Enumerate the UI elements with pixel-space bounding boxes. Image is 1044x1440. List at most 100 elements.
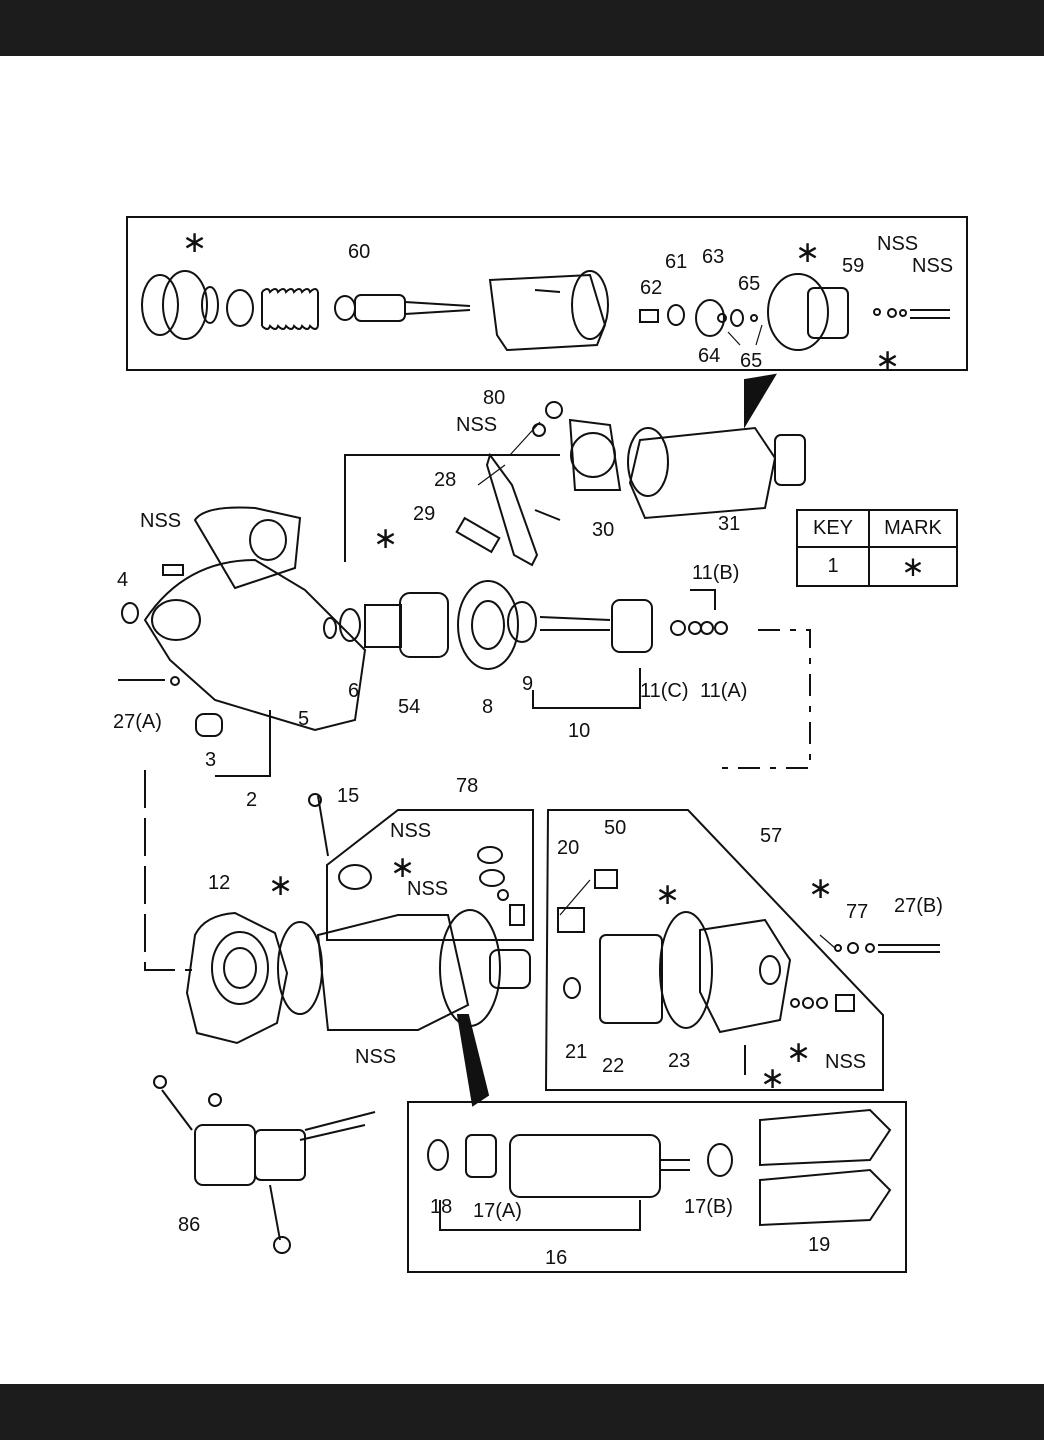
star-marker: ∗ (268, 869, 293, 902)
bottom-bar (0, 1384, 1044, 1440)
callout-57: 57 (760, 825, 782, 847)
callout-nss: NSS (355, 1046, 396, 1068)
star-marker: ∗ (373, 522, 398, 555)
callout-nss: NSS (390, 820, 431, 842)
callout-nss: NSS (912, 255, 953, 277)
armature-parts (427, 1014, 892, 1227)
callout-15: 15 (337, 785, 359, 807)
bolt-29 (455, 516, 501, 554)
callout-11a: 11(A) (700, 680, 747, 702)
harness-86 (153, 1075, 376, 1254)
callout-30: 30 (592, 519, 614, 541)
solenoid-inset-frame (126, 216, 968, 371)
bracket-16 (439, 1200, 641, 1231)
callout-12: 12 (208, 872, 230, 894)
callout-27a: 27(A) (113, 711, 162, 733)
callout-65-lower: 65 (740, 350, 762, 372)
callout-17b: 17(B) (684, 1196, 733, 1218)
brush-holder-frame (544, 809, 884, 1091)
mark-header: MARK (870, 511, 956, 548)
gasket-30 (568, 418, 622, 491)
leader-line-end-frame (144, 770, 192, 971)
callout-65-upper: 65 (738, 273, 760, 295)
screw-nss (162, 564, 184, 576)
brush-holder-22 (599, 934, 663, 1024)
top-bar (0, 0, 1044, 56)
callout-22: 22 (602, 1055, 624, 1077)
callout-54: 54 (398, 696, 420, 718)
callout-16: 16 (545, 1247, 567, 1269)
part-4 (121, 602, 139, 624)
callout-23: 23 (668, 1050, 690, 1072)
callout-10: 10 (568, 720, 590, 742)
bracket-2 (215, 710, 271, 777)
bolt-27a (118, 676, 180, 686)
callout-78: 78 (456, 775, 478, 797)
star-marker: ∗ (875, 344, 900, 377)
callout-61: 61 (665, 251, 687, 273)
callout-4: 4 (117, 569, 128, 591)
callout-8: 8 (482, 696, 493, 718)
end-cover-23 (699, 918, 792, 1034)
key-header: KEY (798, 511, 870, 548)
bolt-27b (834, 942, 940, 954)
callout-29: 29 (413, 503, 435, 525)
callout-60: 60 (348, 241, 370, 263)
star-marker: ∗ (786, 1036, 811, 1069)
callout-11b: 11(B) (692, 562, 739, 584)
callout-nss: NSS (877, 233, 918, 255)
bracket-11b (690, 589, 716, 610)
callout-19: 19 (808, 1234, 830, 1256)
callout-80: 80 (483, 387, 505, 409)
star-marker: ∗ (795, 236, 820, 269)
callout-9: 9 (522, 673, 533, 695)
kit-78-frame (326, 809, 534, 941)
key-value: 1 (798, 548, 870, 585)
callout-62: 62 (640, 277, 662, 299)
mark-value: ∗ (901, 551, 925, 582)
callout-27b: 27(B) (894, 895, 943, 917)
bushing-3 (195, 713, 223, 737)
callout-3: 3 (205, 749, 216, 771)
plunger-assembly (141, 270, 471, 340)
drive-housing-2 (143, 506, 367, 732)
callout-59: 59 (842, 255, 864, 277)
bracket-10 (532, 668, 641, 709)
callout-2: 2 (246, 789, 257, 811)
callout-20: 20 (557, 837, 579, 859)
star-marker: ∗ (760, 1062, 785, 1095)
end-frame-12 (185, 911, 289, 1045)
star-marker: ∗ (655, 878, 680, 911)
callout-nss: NSS (456, 414, 497, 436)
callout-21: 21 (565, 1041, 587, 1063)
callout-77: 77 (846, 901, 868, 923)
contact-parts (639, 273, 950, 351)
shift-lever-28 (485, 452, 561, 567)
star-marker: ∗ (390, 851, 415, 884)
callout-17a: 17(A) (473, 1200, 522, 1222)
callout-nss: NSS (825, 1051, 866, 1073)
callout-11c: 11(C) (640, 680, 689, 702)
nut-80 (545, 401, 563, 419)
field-frame (316, 909, 531, 1031)
callout-63: 63 (702, 246, 724, 268)
leader-line-drive-housing (344, 454, 560, 562)
star-marker: ∗ (808, 872, 833, 905)
brush-parts (557, 869, 855, 1075)
key-mark-table: KEY MARK 1 ∗ (796, 509, 958, 587)
drive-assembly (323, 580, 728, 670)
callout-nss: NSS (407, 878, 448, 900)
solenoid-31 (627, 373, 806, 520)
callout-86: 86 (178, 1214, 200, 1236)
kit-78-parts (308, 793, 525, 926)
callout-nss: NSS (140, 510, 181, 532)
callout-31: 31 (718, 513, 740, 535)
callout-64: 64 (698, 345, 720, 367)
solenoid-housing (488, 270, 609, 352)
callout-28: 28 (434, 469, 456, 491)
callout-6: 6 (348, 680, 359, 702)
star-marker: ∗ (182, 226, 207, 259)
callout-18: 18 (430, 1196, 452, 1218)
